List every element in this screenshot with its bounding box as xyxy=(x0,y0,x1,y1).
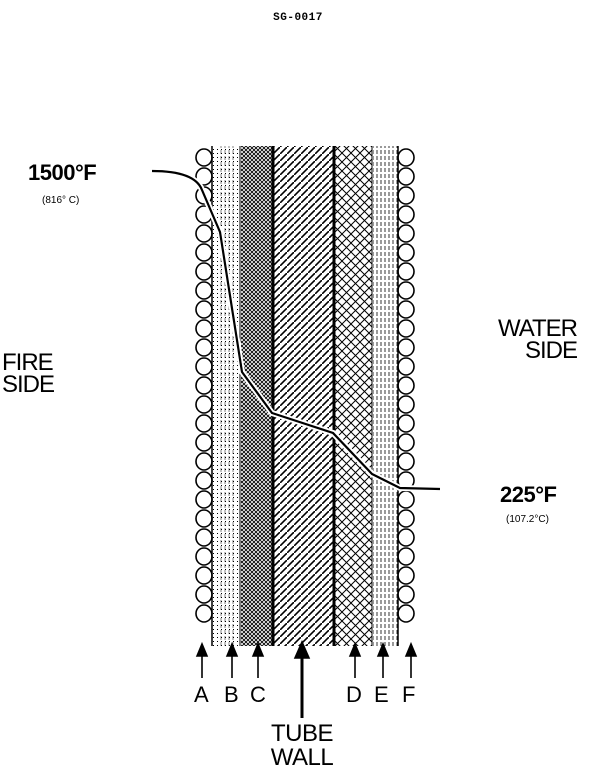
fire-side-coil-loop xyxy=(195,319,213,338)
fire-side-coil-loop xyxy=(195,376,213,395)
water-side-coil-loop xyxy=(397,300,415,319)
label-d: D xyxy=(346,682,362,707)
water-side-coil-loop xyxy=(397,528,415,547)
fire-side-coil-loop xyxy=(195,243,213,262)
fire-side-coil-loop xyxy=(195,186,213,205)
fire-side-film-coils xyxy=(195,148,213,623)
layer-d xyxy=(334,146,372,646)
water-side-coil-loop xyxy=(397,452,415,471)
fire-side-coil-loop xyxy=(195,490,213,509)
fire-side-coil-loop xyxy=(195,281,213,300)
water-side-line2: SIDE xyxy=(524,337,578,364)
fire-temp-c: (816° C) xyxy=(42,195,80,206)
water-side-coil-loop xyxy=(397,224,415,243)
water-side-coil-loop xyxy=(397,604,415,623)
tube-wall-layer xyxy=(274,146,334,646)
label-a: A xyxy=(194,682,209,707)
water-side-coil-loop xyxy=(397,186,415,205)
water-side-coil-loop xyxy=(397,262,415,281)
fire-side-line2: SIDE xyxy=(2,371,55,398)
fire-side-coil-loop xyxy=(195,414,213,433)
water-side-coil-loop xyxy=(397,433,415,452)
arrow-a-head xyxy=(195,641,209,657)
fire-side-label: FIRE SIDE xyxy=(2,349,55,398)
tube-wall-line1: TUBE xyxy=(270,720,334,747)
fire-side-coil-loop xyxy=(195,338,213,357)
layer-b-hatch xyxy=(218,146,236,646)
label-f: F xyxy=(402,682,416,707)
fire-side-coil-loop xyxy=(195,585,213,604)
arrow-e-head xyxy=(376,641,390,657)
water-side-coil-loop xyxy=(397,148,415,167)
water-side-coil-loop xyxy=(397,509,415,528)
label-b: B xyxy=(224,682,239,707)
fire-side-coil-loop xyxy=(195,528,213,547)
layer-arrows xyxy=(195,640,418,718)
fire-side-coil-loop xyxy=(195,509,213,528)
water-side-coil-loop xyxy=(397,205,415,224)
layer-boundaries xyxy=(211,146,399,646)
arrow-d-head xyxy=(348,641,362,657)
water-temp-f: 225°F xyxy=(500,482,557,507)
fire-side-coil-loop xyxy=(195,566,213,585)
water-side-film-coils xyxy=(397,148,415,623)
tube-wall-label: TUBE WALL xyxy=(262,722,342,770)
fire-side-coil-loop xyxy=(195,395,213,414)
water-side-coil-loop xyxy=(397,243,415,262)
arrow-f-head xyxy=(404,641,418,657)
label-c: C xyxy=(250,682,266,707)
fire-temp-f: 1500°F xyxy=(28,160,97,185)
fire-side-coil-loop xyxy=(195,452,213,471)
water-side-coil-loop xyxy=(397,395,415,414)
fire-side-coil-loop xyxy=(195,262,213,281)
arrow-b-head xyxy=(225,641,239,657)
label-e: E xyxy=(374,682,389,707)
water-side-coil-loop xyxy=(397,281,415,300)
fire-side-coil-loop xyxy=(195,471,213,490)
water-temp-c: (107.2°C) xyxy=(506,514,549,525)
water-side-coil-loop xyxy=(397,319,415,338)
water-side-coil-loop xyxy=(397,566,415,585)
fire-side-coil-loop xyxy=(195,224,213,243)
fire-side-coil-loop xyxy=(195,547,213,566)
temperature-profile-line xyxy=(151,169,441,491)
figure-code: SG-0017 xyxy=(273,12,323,24)
fire-side-coil-loop xyxy=(195,167,213,186)
water-side-coil-loop xyxy=(397,338,415,357)
water-side-coil-loop xyxy=(397,167,415,186)
water-side-coil-loop xyxy=(397,585,415,604)
water-side-label: WATER SIDE xyxy=(498,315,578,364)
layer-e xyxy=(373,146,398,646)
fire-side-coil-loop xyxy=(195,357,213,376)
water-side-coil-loop xyxy=(397,547,415,566)
fire-side-coil-loop xyxy=(195,604,213,623)
fire-side-coil-loop xyxy=(195,433,213,452)
water-side-line1: WATER xyxy=(498,315,578,342)
water-side-coil-loop xyxy=(397,490,415,509)
fire-side-coil-loop xyxy=(195,148,213,167)
fire-side-coil-loop xyxy=(195,300,213,319)
water-side-coil-loop xyxy=(397,414,415,433)
water-side-coil-loop xyxy=(397,357,415,376)
fire-side-line1: FIRE xyxy=(2,349,54,376)
arrow-tube-head xyxy=(293,640,311,659)
tube-wall-line2: WALL xyxy=(270,744,334,771)
arrow-c-head xyxy=(251,641,265,657)
water-side-coil-loop xyxy=(397,376,415,395)
